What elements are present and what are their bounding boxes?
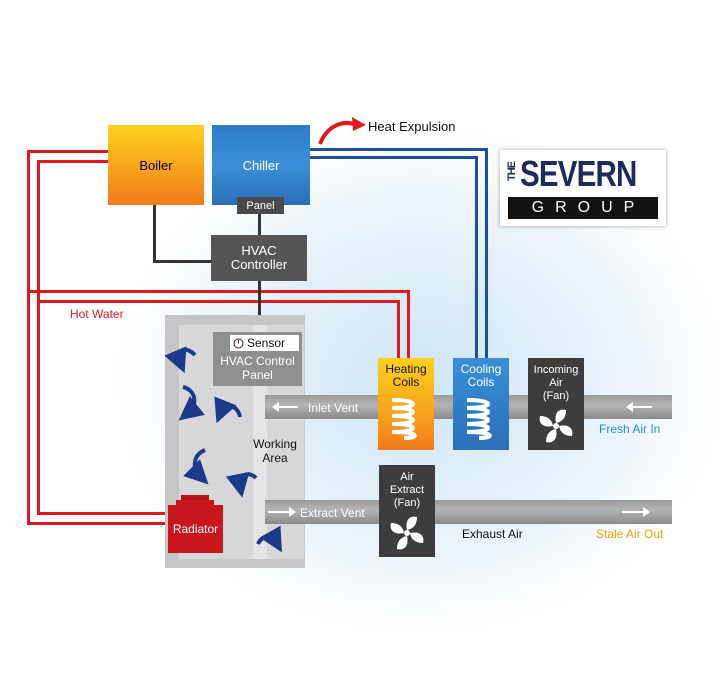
heat-expulsion-label: Heat Expulsion (368, 119, 456, 134)
radiator: Radiator (168, 495, 223, 553)
fan-icon (539, 409, 573, 443)
inlet-arrow-icon (272, 402, 298, 412)
incoming-air-line2: Air (549, 377, 563, 389)
panel: Panel (237, 197, 284, 214)
fresh-air-in-label: Fresh Air In (599, 422, 661, 436)
cooling-coil-spring-icon (466, 398, 492, 440)
cooling-coils: Cooling Coils (453, 358, 509, 450)
sensor-label: Sensor (247, 336, 286, 350)
building-wall-left (165, 315, 179, 568)
chiller: Chiller (212, 125, 310, 205)
cooling-coils-line2: Coils (467, 375, 495, 389)
heating-coil-spring-icon (391, 398, 417, 440)
exhaust-air-label: Exhaust Air (462, 527, 523, 541)
stale-air-arrow-icon (622, 507, 650, 517)
extract-arrow-icon (268, 507, 296, 517)
incoming-air-label: Incoming Air (Fan) (528, 364, 584, 403)
logo-group: GROUP (531, 199, 646, 216)
control-panel-text: HVAC Control Panel (213, 354, 302, 382)
hot-water-label: Hot Water (70, 307, 124, 321)
incoming-air-line3: (Fan) (542, 390, 570, 402)
heating-coils: Heating Coils (378, 358, 434, 450)
boiler: Boiler (108, 125, 204, 205)
extract-vent-label: Extract Vent (300, 506, 365, 520)
radiator-cap (176, 500, 214, 506)
air-extract-label: Air Extract (Fan) (379, 471, 435, 510)
air-extract-line3: (Fan) (393, 497, 421, 509)
heat-expulsion-arrow-icon (318, 117, 366, 145)
hvac-controller: HVAC Controller (211, 235, 307, 281)
air-extract-line2: Extract (389, 484, 425, 496)
hvac-control-panel: Sensor HVAC Control Panel (213, 332, 302, 386)
hvac-controller-line1: HVAC (241, 243, 277, 258)
sensor-box: Sensor (230, 335, 299, 351)
fresh-air-arrow-icon (626, 402, 652, 412)
cooling-coils-line1: Cooling (460, 362, 502, 376)
chiller-label: Chiller (242, 157, 280, 173)
control-panel-line2: Panel (242, 368, 273, 382)
radiator-body: Radiator (168, 505, 223, 553)
radiator-top (181, 495, 209, 501)
extract-duct (265, 500, 672, 524)
incoming-air-line1: Incoming (533, 364, 579, 376)
swirl-arrow-icon (164, 346, 282, 553)
inlet-vent-label: Inlet Vent (308, 401, 359, 415)
working-area-line2: Area (262, 451, 288, 465)
boiler-label: Boiler (139, 157, 173, 173)
heating-coils-line1: Heating (385, 362, 427, 376)
working-area-line1: Working (253, 437, 297, 451)
air-extract-fan: Air Extract (Fan) (379, 465, 435, 557)
heating-coils-label: Heating Coils (378, 363, 434, 389)
building-wall-top (165, 315, 305, 325)
incoming-air-fan: Incoming Air (Fan) (528, 358, 584, 450)
panel-label: Panel (246, 199, 275, 212)
stale-air-out-label: Stale Air Out (596, 527, 664, 541)
control-panel-line1: HVAC Control (220, 354, 295, 368)
sensor-dial-icon (233, 338, 244, 348)
building-wall-bottom (165, 559, 305, 568)
working-area-label: Working Area (245, 437, 305, 465)
radiator-label: Radiator (172, 522, 219, 536)
cooling-coils-label: Cooling Coils (453, 363, 509, 389)
severn-group-logo: THE SEVERN GROUP (500, 150, 666, 226)
logo-group-bar: GROUP (508, 197, 658, 219)
fan-icon (390, 516, 424, 550)
air-extract-line1: Air (400, 471, 414, 483)
logo-severn: SEVERN (520, 153, 637, 194)
hvac-controller-line2: Controller (230, 257, 288, 272)
heating-coils-line2: Coils (392, 375, 420, 389)
